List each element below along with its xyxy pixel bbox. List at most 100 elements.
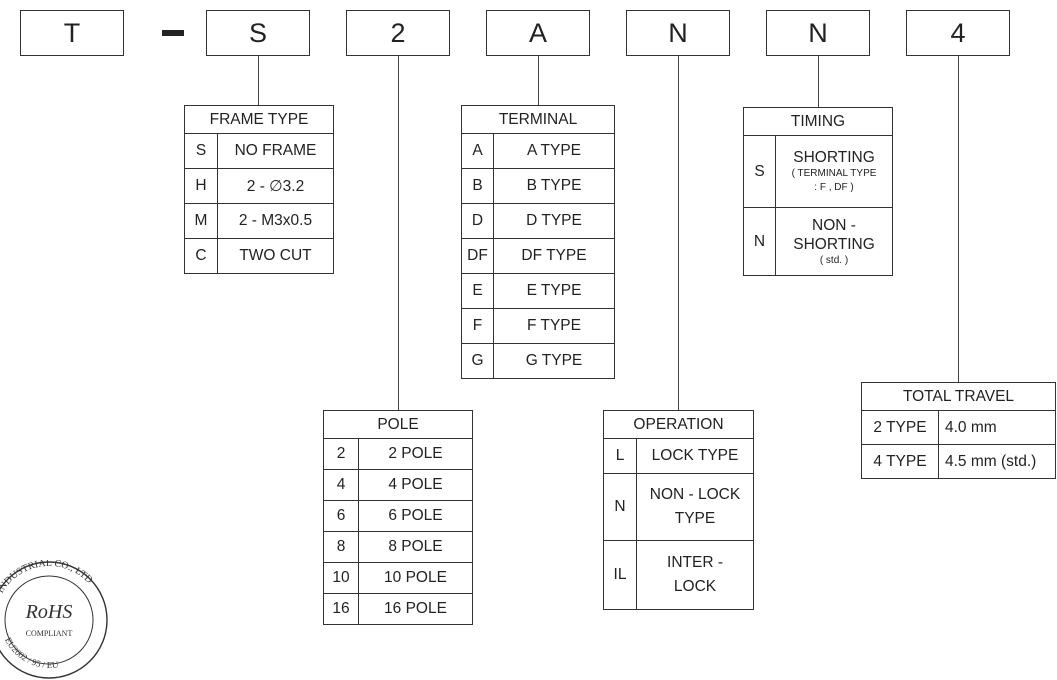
frame-code: H (184, 168, 218, 204)
travel-type: 2 TYPE (861, 410, 939, 445)
terminal-desc: A TYPE (493, 133, 615, 169)
operation-desc-line1: INTER - (667, 554, 723, 571)
operation-desc-line1: NON - LOCK (649, 486, 741, 503)
pole-desc: 4 POLE (358, 469, 473, 501)
table-row: S SHORTING ( TERMINAL TYPE : F , DF ) (743, 135, 893, 208)
pole-code: 6 (323, 500, 359, 532)
terminal-desc: G TYPE (493, 343, 615, 379)
connector-frame (258, 56, 260, 105)
travel-value: 4.5 mm (std.) (938, 444, 1056, 479)
timing-note-line2: : F , DF ) (814, 181, 854, 193)
operation-desc-line2: LOCK (673, 578, 717, 595)
operation-desc: LOCK TYPE (636, 438, 754, 474)
rohs-mark: RoHS (25, 601, 73, 623)
code-box-3: 2 (346, 10, 450, 56)
frame-code: C (184, 238, 218, 274)
rohs-compliant-logo: YING INDUSTRIAL CO., LTD RoHS COMPLIANT … (0, 560, 108, 679)
terminal-code: G (461, 343, 494, 379)
code-box-7: 4 (906, 10, 1010, 56)
table-row: IL INTER - LOCK (603, 540, 754, 610)
terminal-code: DF (461, 238, 494, 274)
connector-timing (818, 56, 820, 107)
terminal-desc: F TYPE (493, 308, 615, 344)
pole-title: POLE (323, 410, 473, 439)
code-box-4: A (486, 10, 590, 56)
pole-code: 4 (323, 469, 359, 501)
terminal-code: A (461, 133, 494, 169)
pole-desc: 8 POLE (358, 531, 473, 563)
rohs-compliant-text: COMPLIANT (26, 629, 73, 638)
pole-code: 16 (323, 593, 359, 625)
timing-code: N (743, 207, 776, 276)
operation-desc: INTER - LOCK (636, 540, 754, 610)
frame-desc: NO FRAME (217, 133, 334, 169)
connector-terminal (538, 56, 540, 105)
terminal-title: TERMINAL (461, 105, 615, 134)
terminal-code: D (461, 203, 494, 239)
timing-desc-line1: SHORTING (793, 148, 875, 166)
code-box-1: T (20, 10, 124, 56)
timing-desc-line1: NON - (812, 216, 856, 234)
code-box-2: S (206, 10, 310, 56)
terminal-desc: DF TYPE (493, 238, 615, 274)
terminal-desc: B TYPE (493, 168, 615, 204)
timing-table: TIMING S SHORTING ( TERMINAL TYPE : F , … (743, 107, 893, 276)
timing-note-line1: ( std. ) (819, 254, 849, 266)
code-box-6: N (766, 10, 870, 56)
terminal-code: B (461, 168, 494, 204)
timing-desc: SHORTING ( TERMINAL TYPE : F , DF ) (775, 135, 893, 208)
terminal-code: F (461, 308, 494, 344)
separator-dash (162, 30, 184, 36)
table-row: N NON - LOCK TYPE (603, 473, 754, 541)
timing-desc-line2: SHORTING (793, 235, 875, 253)
pole-code: 10 (323, 562, 359, 594)
frame-desc: 2 - M3x0.5 (217, 203, 334, 239)
frame-desc: 2 - ∅3.2 (217, 168, 334, 204)
timing-note-line1: ( TERMINAL TYPE (791, 167, 877, 179)
travel-value: 4.0 mm (938, 410, 1056, 445)
terminal-desc: E TYPE (493, 273, 615, 309)
frame-type-title: FRAME TYPE (184, 105, 334, 134)
frame-code: S (184, 133, 218, 169)
operation-code: N (603, 473, 637, 541)
connector-travel (958, 56, 960, 382)
operation-title: OPERATION (603, 410, 754, 439)
terminal-desc: D TYPE (493, 203, 615, 239)
frame-code: M (184, 203, 218, 239)
pole-desc: 6 POLE (358, 500, 473, 532)
frame-desc: TWO CUT (217, 238, 334, 274)
pole-desc: 16 POLE (358, 593, 473, 625)
connector-pole (398, 56, 400, 410)
timing-code: S (743, 135, 776, 208)
operation-desc-line2: TYPE (674, 510, 716, 527)
operation-code: IL (603, 540, 637, 610)
connector-operation (678, 56, 680, 410)
total-travel-title: TOTAL TRAVEL (861, 382, 1056, 411)
pole-code: 2 (323, 438, 359, 470)
operation-code: L (603, 438, 637, 474)
terminal-code: E (461, 273, 494, 309)
